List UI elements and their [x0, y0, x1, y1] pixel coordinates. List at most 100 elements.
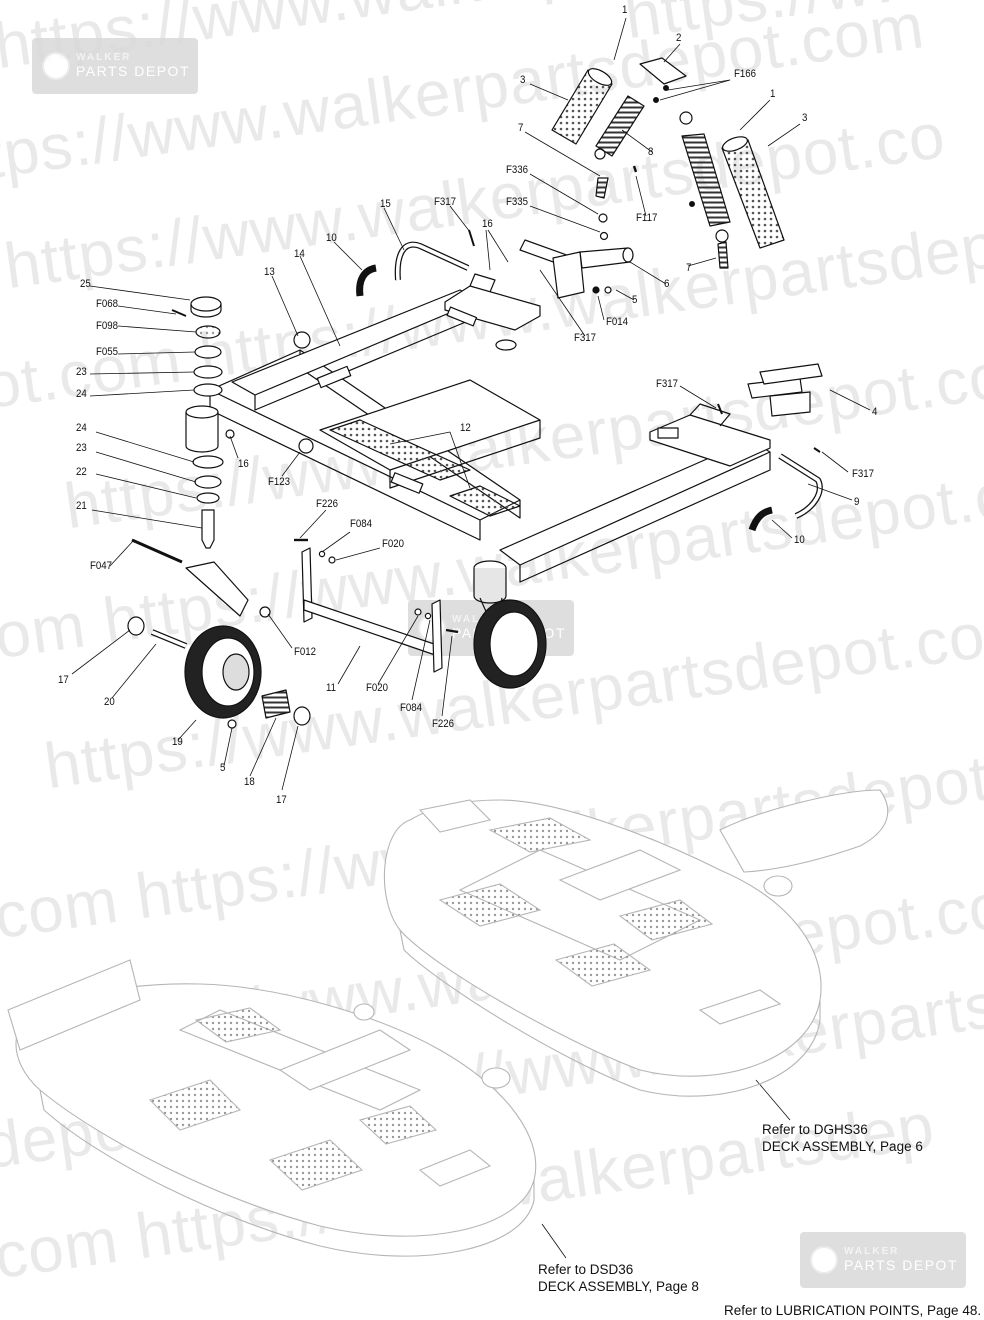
callout-label: 24 [76, 422, 87, 434]
callout-label: 22 [76, 466, 87, 478]
callout-label: 18 [244, 776, 255, 788]
callout-label: F335 [506, 196, 529, 208]
caster-wheel [184, 625, 262, 719]
callout-label: F012 [294, 646, 317, 658]
reference-line: Refer to DGHS36 [762, 1122, 868, 1137]
caster-bolt [131, 538, 183, 564]
extension-spring-8-right [679, 111, 731, 243]
callout-label: F084 [350, 518, 373, 530]
callout-label: 21 [76, 500, 87, 512]
handle-grip [748, 506, 773, 532]
callout-label: 6 [664, 278, 670, 290]
hardware-pin [468, 229, 475, 247]
callout-label: 23 [76, 442, 87, 454]
pivot-arm-assembly [747, 363, 823, 417]
hardware-nut [259, 606, 271, 618]
callout-label: F117 [636, 212, 658, 224]
logo-line1: WALKER [76, 52, 132, 64]
bushing [127, 616, 145, 636]
callout-label: 13 [264, 266, 275, 278]
caster-pivot-right [473, 560, 507, 617]
callout-label: F047 [90, 560, 113, 572]
callout-label: F226 [316, 498, 339, 510]
leader-lines [71, 17, 871, 1259]
callout-label: F020 [382, 538, 405, 550]
pivot-arm-assembly [519, 239, 634, 299]
callout-label: F068 [96, 298, 119, 310]
logo-mark-icon [810, 1246, 838, 1274]
rear-mount-bracket-left [444, 273, 541, 351]
reference-note-dghs36: Refer to DGHS36 DECK ASSEMBLY, Page 6 [762, 1121, 923, 1155]
callout-label: F098 [96, 320, 119, 332]
hardware-bolt [445, 628, 459, 634]
hardware-pin [717, 403, 723, 415]
compression-spring-3-left [551, 68, 613, 145]
eye-bolt [717, 241, 729, 269]
callout-label: F055 [96, 346, 119, 358]
reference-line: Refer to DSD36 [538, 1262, 634, 1277]
hardware-pin [662, 84, 669, 91]
callout-label: F166 [734, 68, 757, 80]
callout-label: 23 [76, 366, 87, 378]
anti-slip-pad [329, 419, 521, 517]
caster-wheel [473, 599, 547, 689]
logo-line1: WALKER [452, 615, 566, 626]
handle-grip [356, 264, 377, 297]
decal [446, 306, 478, 327]
logo-mark-icon [42, 52, 70, 80]
callout-label: 3 [802, 112, 808, 124]
callout-label: 12 [460, 422, 471, 434]
callout-label: 25 [80, 278, 91, 290]
logo-line1: WALKER [844, 1246, 900, 1258]
hardware-washer [424, 612, 432, 620]
callout-label: 24 [76, 388, 87, 400]
hardware-cap [293, 331, 311, 349]
hardware-pin [632, 165, 638, 173]
reference-note-lubrication: Refer to LUBRICATION POINTS, Page 48. [724, 1303, 982, 1318]
hardware-fitting [227, 719, 237, 729]
callout-label: 17 [58, 674, 69, 686]
hardware-washer [318, 550, 326, 558]
hardware-nut [598, 213, 608, 223]
callout-label: 9 [854, 496, 860, 508]
extension-spring-8-left [594, 95, 645, 160]
callout-label: 11 [326, 682, 337, 694]
callout-label: 7 [518, 122, 524, 134]
hardware-pin [652, 96, 659, 103]
callout-label: F317 [574, 332, 597, 344]
reference-line: DECK ASSEMBLY, Page 6 [762, 1139, 923, 1154]
callout-label: 10 [326, 232, 337, 244]
callout-label: 5 [632, 294, 638, 306]
decal [390, 472, 424, 494]
reference-note-dsd36: Refer to DSD36 DECK ASSEMBLY, Page 8 [538, 1261, 699, 1295]
callout-label: 20 [104, 696, 115, 708]
callout-label: F020 [366, 682, 389, 694]
callout-label: F123 [268, 476, 291, 488]
caster-hardware-stack [190, 296, 224, 549]
hardware-pin [171, 309, 187, 317]
caster-fork [185, 561, 249, 617]
callout-label: 5 [220, 762, 226, 774]
callout-label: F317 [656, 378, 679, 390]
decal [316, 365, 352, 389]
hardware-nut [604, 286, 612, 294]
callout-label: 19 [172, 736, 183, 748]
lift-bracket [301, 547, 443, 673]
axle [151, 630, 187, 648]
callout-label: 16 [482, 218, 493, 230]
deck-assembly-dsd36 [7, 959, 537, 1257]
callout-label: 8 [648, 146, 654, 158]
hardware-pin [688, 201, 695, 208]
callout-label: F084 [400, 702, 423, 714]
callout-label: 4 [872, 406, 878, 418]
callout-label: 2 [676, 32, 682, 44]
callout-label: 10 [794, 534, 805, 546]
handle-rod [779, 454, 822, 518]
callout-label: F226 [432, 718, 455, 730]
logo-line2: PARTS DEPOT [76, 62, 191, 79]
hardware-fitting [225, 429, 235, 439]
